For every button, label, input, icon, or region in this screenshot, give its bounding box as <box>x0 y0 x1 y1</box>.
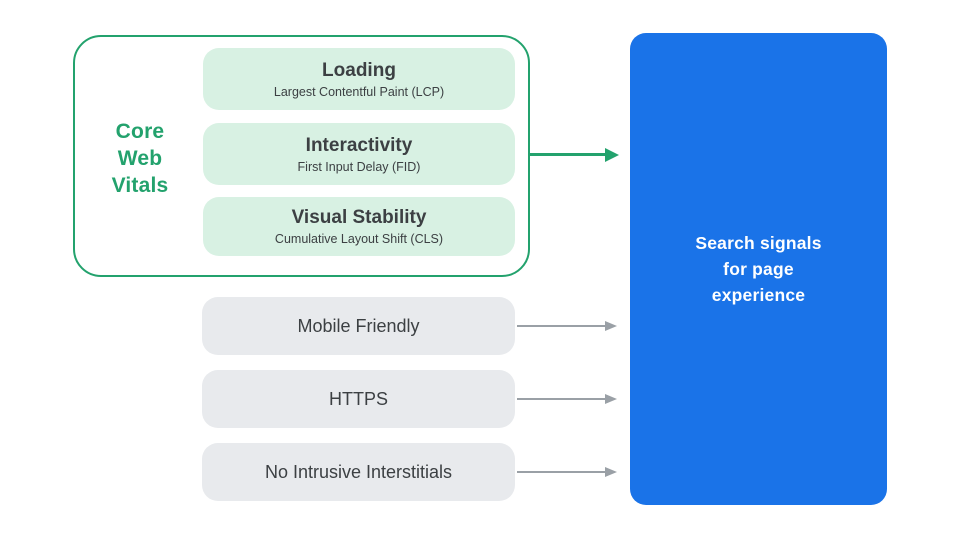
arrowhead-icon <box>605 148 619 162</box>
core-web-vitals-label-line: Core <box>115 120 165 143</box>
result-label-line: Search signals <box>695 233 822 253</box>
result-label-line: experience <box>711 285 806 305</box>
arrowhead-icon <box>605 321 617 331</box>
core-web-vitals-label: Core Web Vitals <box>78 118 202 199</box>
arrow-line <box>530 153 606 156</box>
vital-title: Visual Stability <box>291 207 427 228</box>
arrow-line <box>517 398 605 400</box>
vital-subtitle: First Input Delay (FID) <box>297 159 421 174</box>
search-signals-result-box: Search signals for page experience <box>630 33 887 505</box>
result-label-line: for page <box>723 259 794 279</box>
vital-subtitle: Largest Contentful Paint (LCP) <box>273 84 445 99</box>
vital-box-loading: Loading Largest Contentful Paint (LCP) <box>203 48 515 110</box>
core-web-vitals-label-line: Vitals <box>111 174 169 197</box>
signal-box-https: HTTPS <box>202 370 515 428</box>
vital-title: Interactivity <box>305 134 413 156</box>
vital-subtitle: Cumulative Layout Shift (CLS) <box>274 232 444 246</box>
search-signals-result-label: Search signals for page experience <box>695 230 821 308</box>
signal-label: No Intrusive Interstitials <box>264 462 453 482</box>
vital-title: Loading <box>322 59 396 81</box>
vital-box-visual-stability: Visual Stability Cumulative Layout Shift… <box>203 197 515 256</box>
signal-label: HTTPS <box>328 389 388 409</box>
core-web-vitals-label-line: Web <box>117 147 163 170</box>
arrow-line <box>517 471 605 473</box>
signal-box-no-intrusive-interstitials: No Intrusive Interstitials <box>202 443 515 501</box>
signal-label: Mobile Friendly <box>297 316 420 336</box>
arrow-line <box>517 325 605 327</box>
signal-box-mobile-friendly: Mobile Friendly <box>202 297 515 355</box>
vital-box-interactivity: Interactivity First Input Delay (FID) <box>203 123 515 185</box>
arrowhead-icon <box>605 394 617 404</box>
arrowhead-icon <box>605 467 617 477</box>
